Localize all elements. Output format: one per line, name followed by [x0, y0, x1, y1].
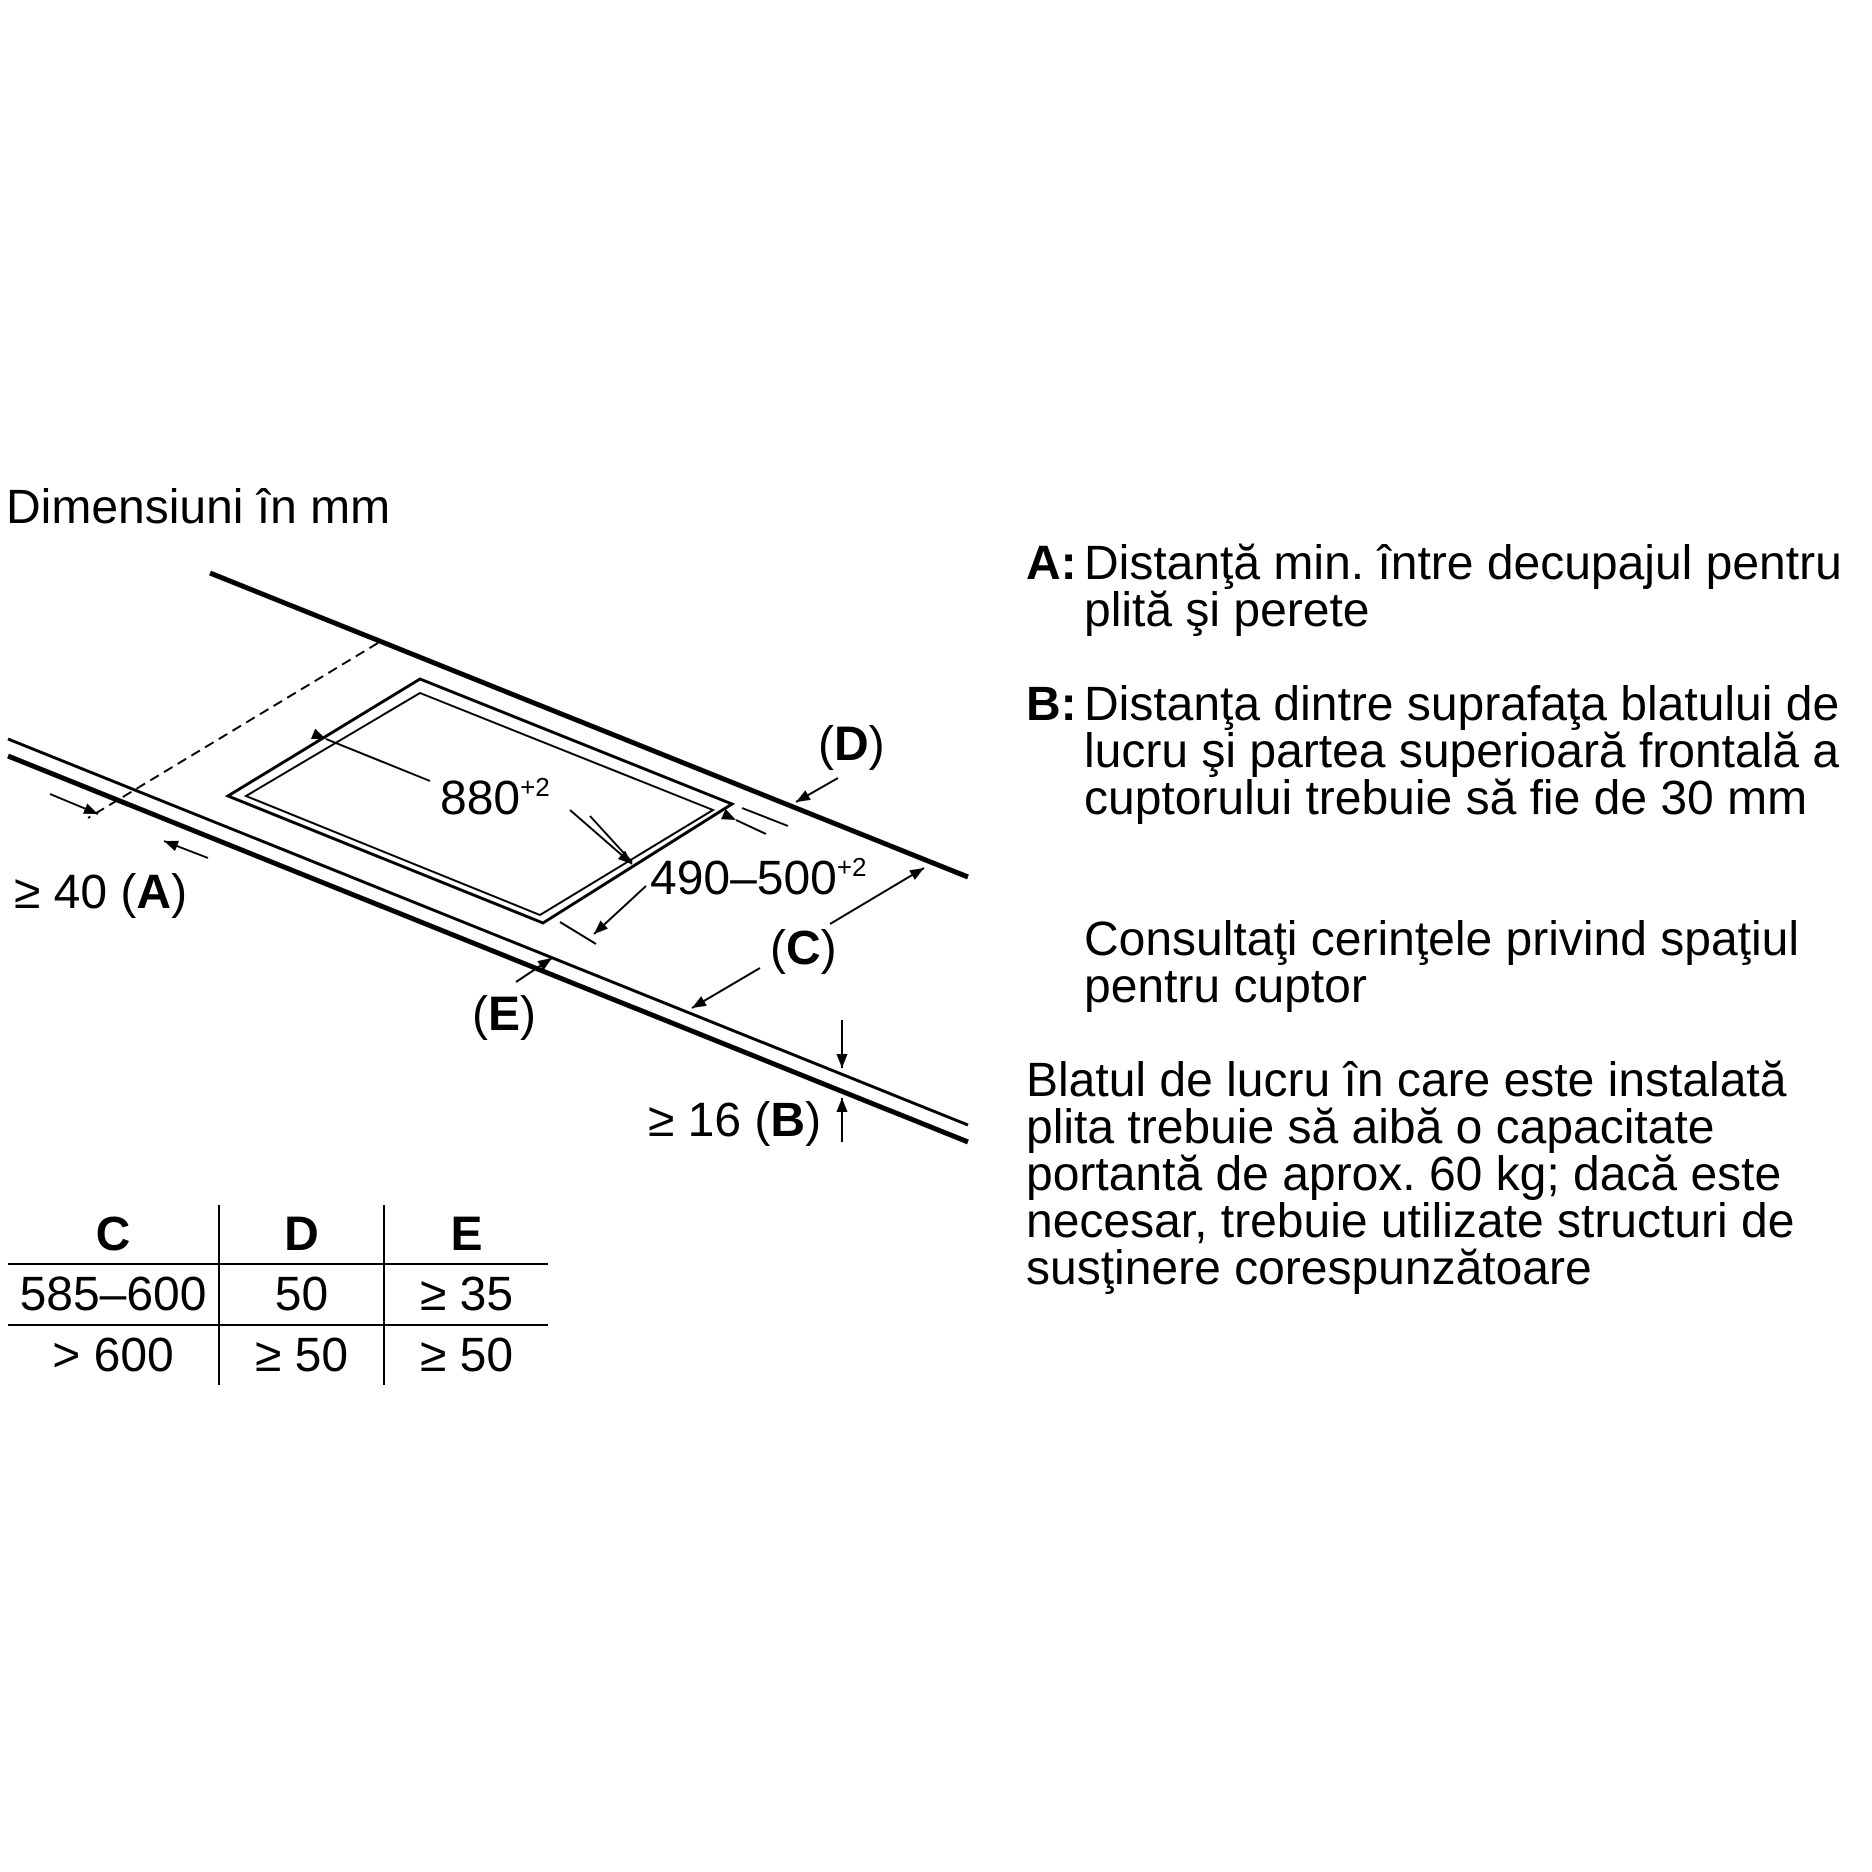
width-arrow-end: [569, 809, 633, 865]
page-title: Dimensiuni în mm: [6, 481, 391, 534]
depth-extension-1: [741, 807, 789, 827]
worktop-front-bottom-edge: [7, 753, 969, 1145]
depth-label: 490–500+2: [650, 852, 867, 905]
table-row: > 600 ≥ 50 ≥ 50: [8, 1325, 548, 1385]
depth-extension-2: [559, 921, 597, 945]
table-header-d: D: [218, 1205, 384, 1265]
dim-d-label: (D): [818, 718, 885, 771]
dim-b-label: ≥ 16 (B): [648, 1094, 821, 1147]
table-row: 585–600 50 ≥ 35: [8, 1264, 548, 1326]
legend-key-a: A:: [1026, 537, 1077, 590]
a-arrow-right: [163, 840, 209, 859]
table-cell: 585–600: [8, 1264, 219, 1326]
legend-text-oven-space: Consultaţi cerinţele privind spaţiul pen…: [1084, 913, 1800, 1013]
wall-dashed-line: [87, 642, 379, 819]
table-cell: ≥ 50: [383, 1325, 548, 1385]
width-dimension-line-2: [589, 815, 633, 863]
width-label: 880+2: [440, 772, 550, 825]
table-cell: 50: [218, 1264, 384, 1326]
dimensions-table: C D E 585–600 50 ≥ 35 > 600 ≥ 50 ≥ 50: [8, 1205, 548, 1385]
depth-dimension-line-2: [720, 809, 767, 835]
legend-text-a: Distanţă min. între decupajul pentru pli…: [1084, 537, 1842, 637]
dim-c-label: (C): [770, 922, 837, 975]
dim-e-label: (E): [472, 988, 536, 1041]
table-header-e: E: [383, 1205, 548, 1265]
table-header-c: C: [8, 1205, 219, 1265]
load-capacity-note: Blatul de lucru în care este instalată p…: [1026, 1054, 1795, 1295]
legend-text-b: Distanţa dintre suprafaţa blatului de lu…: [1084, 678, 1840, 825]
a-arrow-left: [49, 793, 99, 815]
dim-a-label: ≥ 40 (A): [14, 866, 187, 919]
d-dimension-line: [795, 777, 839, 803]
table-cell: ≥ 50: [218, 1325, 384, 1385]
worktop-front-top-edge: [7, 737, 969, 1127]
legend-key-b: B:: [1026, 678, 1077, 731]
e-dimension-line: [515, 957, 553, 983]
c-dimension-line-lower: [691, 967, 761, 1009]
width-dimension-line: [310, 728, 431, 782]
table-cell: ≥ 35: [383, 1264, 548, 1326]
c-dimension-line-upper: [829, 867, 925, 925]
cutout-outer: [224, 677, 736, 925]
worktop-back-edge: [209, 570, 969, 880]
table-cell: > 600: [52, 1329, 174, 1382]
cutout-inner: [243, 691, 716, 917]
depth-dimension-line: [593, 885, 647, 935]
table-header-row: C D E: [8, 1205, 548, 1265]
